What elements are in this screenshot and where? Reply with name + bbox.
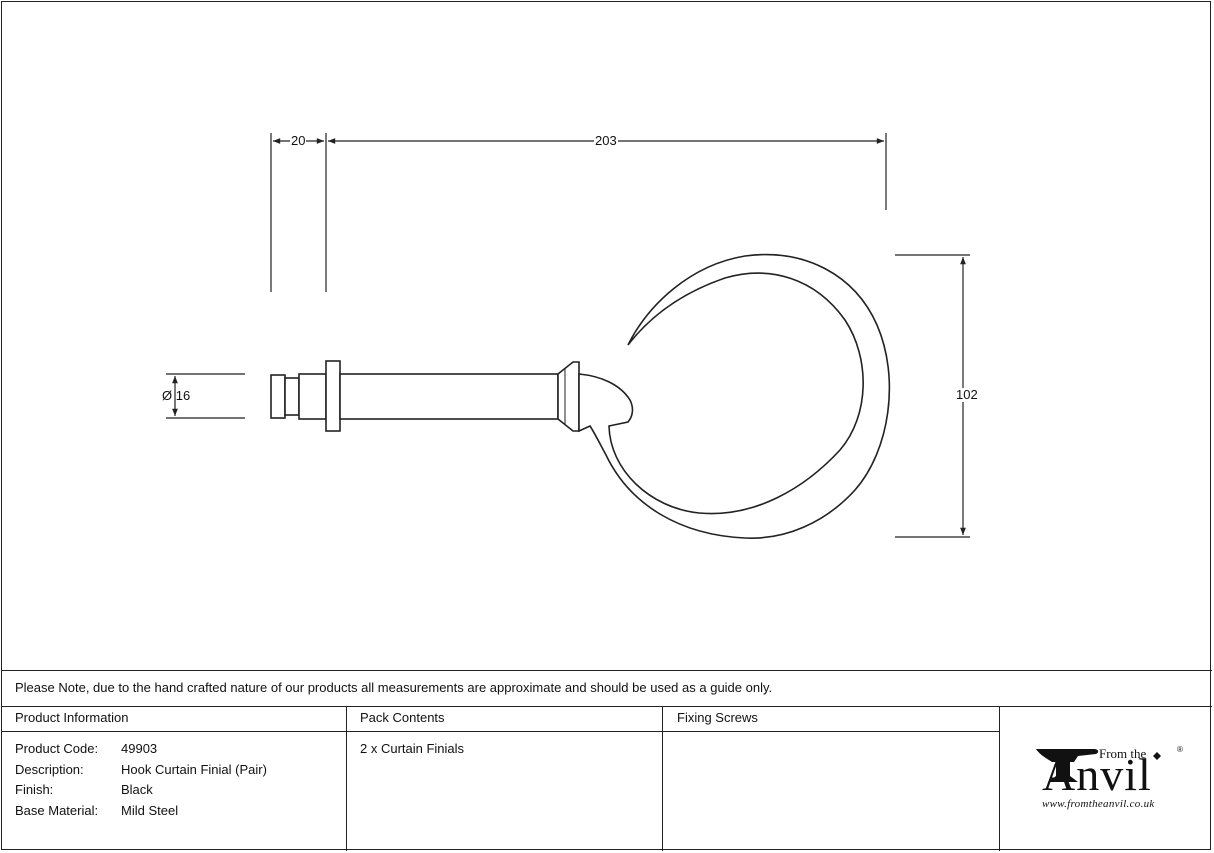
logo-url: www.fromtheanvil.co.uk xyxy=(1042,798,1155,810)
diamond-icon xyxy=(1153,752,1161,760)
fixing-screws-header: Fixing Screws xyxy=(677,710,758,725)
note-divider-top xyxy=(1,670,1212,671)
pack-contents-header: Pack Contents xyxy=(360,710,445,725)
description-value: Hook Curtain Finial (Pair) xyxy=(121,762,267,777)
base-material-value: Mild Steel xyxy=(121,803,179,818)
header-divider xyxy=(1,731,999,732)
finish-label: Finish: xyxy=(15,782,54,797)
measurement-note: Please Note, due to the hand crafted nat… xyxy=(15,680,773,695)
dimension-label-height: 102 xyxy=(955,387,979,402)
dimension-label-diameter: Ø 16 xyxy=(162,388,191,403)
dimension-label-203: 203 xyxy=(594,133,618,148)
product-code-label: Product Code: xyxy=(15,741,99,756)
base-plate xyxy=(298,373,327,420)
anvil-logo-icon xyxy=(1036,749,1099,782)
dimension-label-20: 20 xyxy=(290,133,307,148)
description-label: Description: xyxy=(15,762,84,777)
hook xyxy=(578,253,891,539)
column-divider-1 xyxy=(346,706,347,851)
column-divider-2 xyxy=(662,706,663,851)
end-cap xyxy=(270,374,286,419)
note-divider-bottom xyxy=(1,706,1212,707)
rod xyxy=(339,373,559,420)
product-code-value: 49903 xyxy=(121,741,158,756)
finish-value: Black xyxy=(121,782,153,797)
ferrule xyxy=(557,361,580,432)
column-divider-3 xyxy=(999,706,1000,851)
technical-drawing xyxy=(166,133,970,539)
spigot xyxy=(284,377,300,416)
collar-ring xyxy=(325,360,341,432)
logo-registered-mark: ® xyxy=(1177,745,1183,754)
logo-anvil: Anvil xyxy=(1042,749,1152,800)
pack-contents-item: 2 x Curtain Finials xyxy=(360,741,465,756)
logo-from-the: From the xyxy=(1099,746,1147,761)
base-material-label: Base Material: xyxy=(15,803,99,818)
product-info-header: Product Information xyxy=(15,710,129,725)
